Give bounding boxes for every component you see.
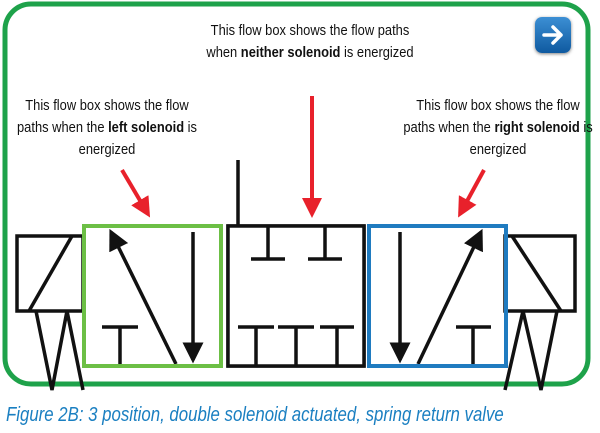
right-flow-box	[367, 224, 508, 368]
frame	[2, 1, 591, 387]
right-spring	[503, 310, 559, 391]
center-note: This flow box shows the flow paths when …	[206, 22, 414, 61]
right-note: This flow box shows the flow paths when …	[403, 97, 593, 158]
left-spring	[34, 310, 85, 391]
arrow-right-icon	[542, 25, 563, 45]
left-note: This flow box shows the flow paths when …	[17, 97, 197, 158]
figure-caption: Figure 2B: 3 position, double solenoid a…	[6, 404, 504, 426]
next-button[interactable]	[535, 17, 571, 53]
left-flow-box	[82, 224, 223, 368]
right-pointer-arrow	[458, 169, 486, 218]
left-pointer-arrow	[120, 168, 151, 218]
